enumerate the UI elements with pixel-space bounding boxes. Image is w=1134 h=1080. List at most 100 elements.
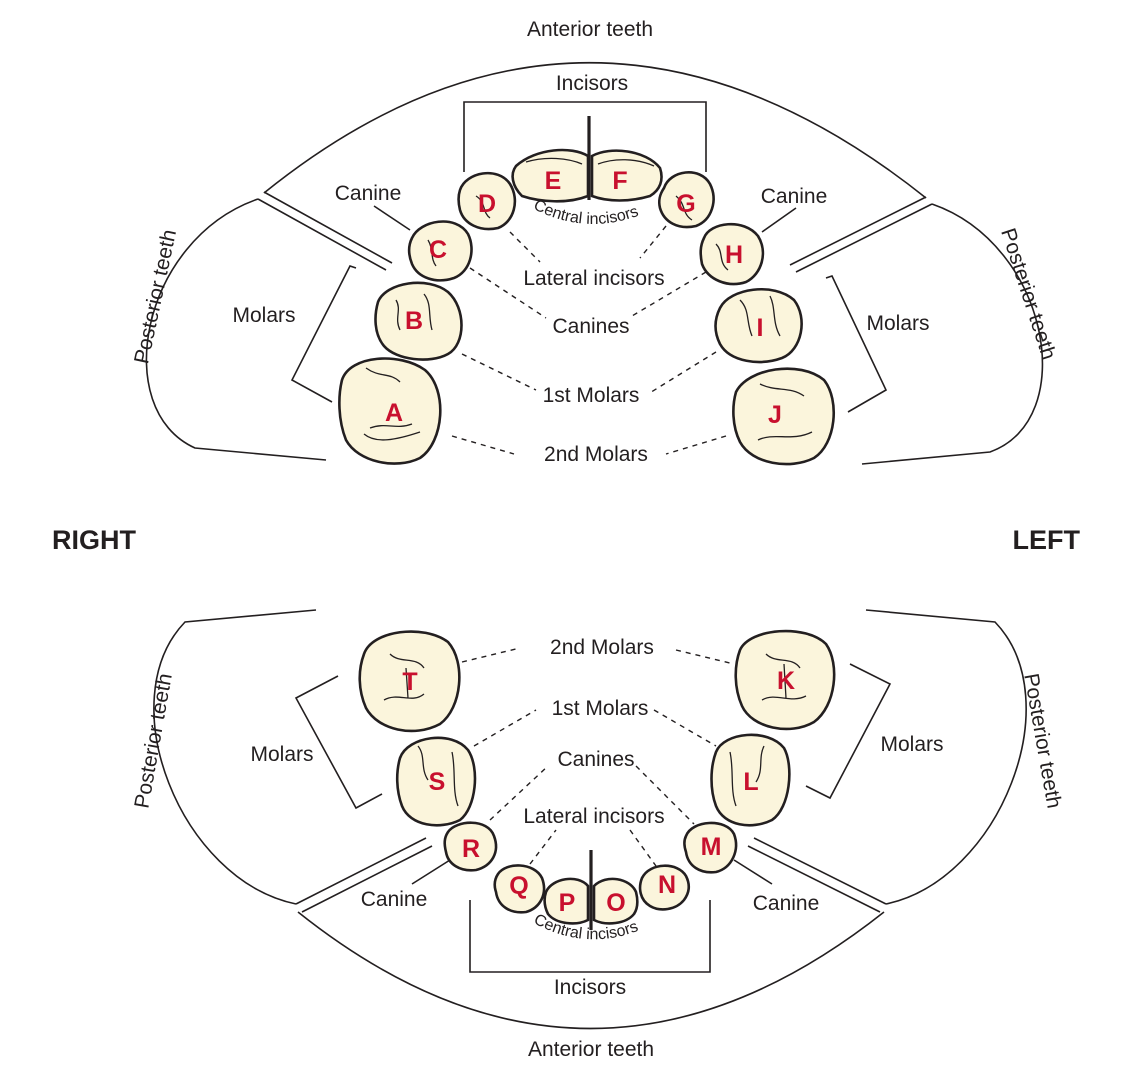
upper-left-molars-bracket [825,275,888,413]
tooth-label-Q: Q [509,872,528,900]
tooth-T[interactable]: T [358,630,461,733]
upper-anterior-teeth-label: Anterior teeth [527,18,653,41]
upper-2nd-molars-leader-right [451,435,515,455]
tooth-G[interactable]: G [657,171,715,229]
lower-left-canine-label: Canine [753,892,820,915]
upper-right-posterior-teeth-label: Posterior teeth [130,227,181,365]
upper-1st-molars-leader-left [647,351,717,395]
lower-left-canine-pointer [733,859,773,885]
upper-lateral-leader-right [509,231,541,263]
upper-left-posterior-region-outline [861,203,1044,465]
tooth-label-M: M [701,833,722,861]
upper-anterior-region-outline-inner-left [789,196,933,273]
tooth-label-L: L [743,768,758,796]
upper-1st-molars-leader-right [461,353,537,391]
lower-right-molars-bracket [294,675,383,810]
tooth-I[interactable]: I [714,287,803,364]
tooth-label-I: I [757,314,764,342]
upper-anterior-region-outline-inner [257,191,393,271]
lower-incisors-label: Incisors [554,976,626,999]
tooth-F[interactable]: F [590,149,663,202]
tooth-label-A: A [385,399,403,427]
lower-1st-molars-leader-right [473,709,537,747]
upper-canines-leader-left [631,271,707,317]
upper-incisors-bracket [463,101,707,172]
upper-lateral-leader-left [639,225,667,259]
lower-right-posterior-region-outline [153,609,317,905]
upper-left-posterior-teeth-label: Posterior teeth [996,225,1060,362]
lower-1st-molars-leader-left [653,709,717,747]
upper-right-posterior-region-outline [145,198,327,461]
tooth-O[interactable]: O [592,877,639,925]
upper-2nd-molars-label: 2nd Molars [544,443,648,466]
upper-left-canine-label: Canine [761,185,828,208]
lower-2nd-molars-leader-right [461,647,521,663]
tooth-C[interactable]: C [407,220,473,282]
tooth-label-P: P [559,889,576,917]
lower-right-posterior-teeth-label: Posterior teeth [130,672,176,810]
upper-right-canine-label: Canine [335,182,402,205]
upper-right-canine-pointer [373,205,411,231]
tooth-label-S: S [429,768,446,796]
tooth-label-H: H [725,241,743,269]
lower-lateral-leader-right [529,829,557,865]
tooth-K[interactable]: K [734,629,836,731]
lower-canines-leader-left [635,765,695,825]
upper-lateral-incisors-label: Lateral incisors [523,267,664,290]
tooth-D[interactable]: D [457,171,517,231]
lower-left-molars-bracket [805,663,892,800]
upper-right-molars-label: Molars [232,304,295,327]
upper-1st-molars-label: 1st Molars [543,384,640,407]
lower-2nd-molars-leader-left [675,649,735,665]
upper-left-canine-pointer [761,207,797,233]
lower-left-posterior-teeth-label: Posterior teeth [1019,672,1065,810]
tooth-label-K: K [777,667,795,695]
tooth-label-F: F [612,167,627,195]
lower-right-canine-label: Canine [361,888,428,911]
lower-anterior-region-outline-inner [295,837,433,913]
lower-canines-label: Canines [557,748,634,771]
tooth-label-D: D [478,190,496,218]
lower-1st-molars-label: 1st Molars [552,697,649,720]
lower-left-molars-label: Molars [880,733,943,756]
tooth-H[interactable]: H [699,222,765,286]
lower-canines-leader-right [489,765,549,821]
tooth-Q[interactable]: Q [493,864,546,914]
right-side-label: RIGHT [52,525,137,555]
lower-incisors-bracket [469,900,711,973]
lower-right-molars-label: Molars [250,743,313,766]
lower-anterior-teeth-label: Anterior teeth [528,1038,654,1061]
upper-left-molars-label: Molars [866,312,929,335]
tooth-A[interactable]: A [338,357,442,465]
lower-anterior-region-outline [297,911,885,1030]
upper-2nd-molars-leader-left [665,435,727,455]
tooth-L[interactable]: L [710,733,791,827]
lower-right-canine-pointer [411,859,451,885]
lower-left-posterior-region-outline [865,609,1027,905]
tooth-label-T: T [402,668,417,696]
lower-lateral-incisors-label: Lateral incisors [523,805,664,828]
lower-arch: T S R Q P O N M [130,609,1066,1061]
upper-right-molars-bracket [290,265,357,403]
upper-anterior-region-outline [263,62,927,199]
tooth-J[interactable]: J [732,367,836,466]
tooth-S[interactable]: S [395,736,477,827]
lower-2nd-molars-label: 2nd Molars [550,636,654,659]
tooth-label-J: J [768,401,782,429]
tooth-label-B: B [405,307,423,335]
tooth-N[interactable]: N [638,864,691,911]
tooth-R[interactable]: R [443,821,498,872]
tooth-label-O: O [606,889,625,917]
tooth-label-E: E [545,167,562,195]
upper-arch: A B C D E F G [130,18,1060,466]
tooth-P[interactable]: P [543,877,590,925]
left-side-label: LEFT [1013,525,1081,555]
tooth-B[interactable]: B [374,281,463,361]
tooth-label-R: R [462,835,480,863]
lower-anterior-region-outline-inner-left [747,837,887,913]
tooth-E[interactable]: E [511,148,590,203]
upper-incisors-label: Incisors [556,72,628,95]
tooth-label-C: C [429,236,447,264]
tooth-M[interactable]: M [683,821,738,874]
